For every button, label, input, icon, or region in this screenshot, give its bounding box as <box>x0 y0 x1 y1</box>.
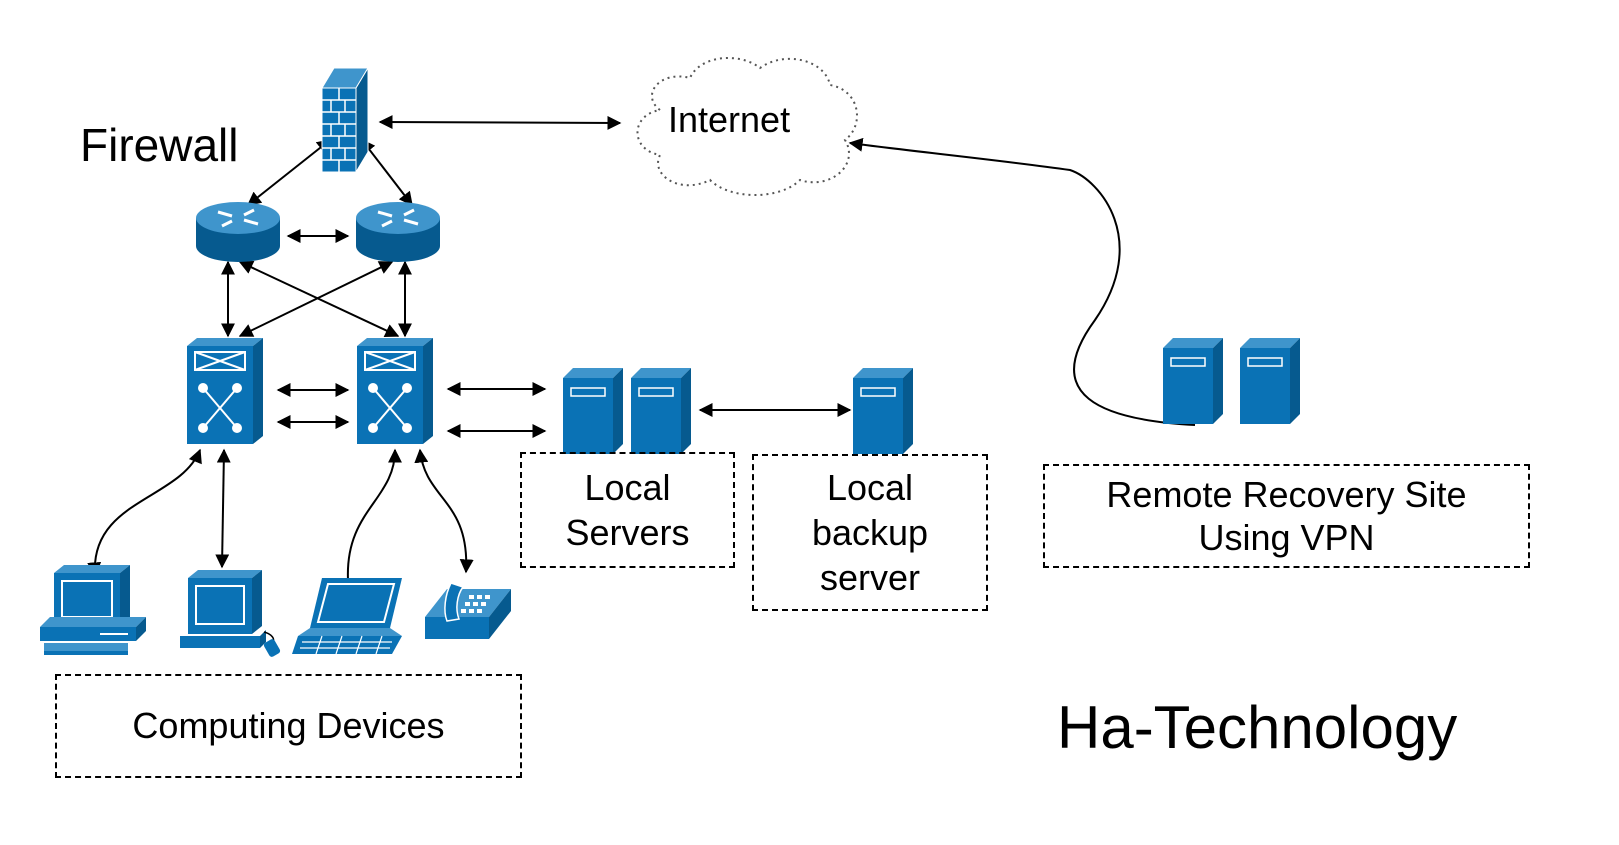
server-icon <box>853 368 913 454</box>
computing-devices-box: Computing Devices <box>55 674 522 778</box>
local-backup-label-line2: backup <box>811 512 929 553</box>
connections <box>87 115 1196 581</box>
link-remote-internet <box>848 137 1196 426</box>
local-servers-label-line1: Local <box>584 467 671 508</box>
link-switch2-phone <box>414 448 474 574</box>
diagram-title: Ha-Technology <box>1057 694 1458 761</box>
switch-icon <box>357 338 433 444</box>
switch-icon <box>187 338 263 444</box>
laptop-icon <box>292 578 402 655</box>
server-icon <box>1240 338 1300 424</box>
local-backup-box: Local backup server <box>752 454 988 611</box>
link-firewall-router2 <box>361 138 413 207</box>
link-firewall-internet <box>378 115 622 130</box>
link-switch2-laptop <box>346 448 402 581</box>
cloud-icon <box>636 56 858 196</box>
local-servers-label-line2: Servers <box>565 512 690 553</box>
link-switch1-desktop2 <box>215 448 231 569</box>
server-icon <box>563 368 623 454</box>
local-backup-label-line3: server <box>819 557 921 598</box>
desktop-icon <box>40 565 146 655</box>
router-icon <box>196 202 280 262</box>
link-router2-switch1 <box>238 261 394 337</box>
internet-label: Internet <box>668 99 791 140</box>
firewall-icon <box>321 66 369 174</box>
remote-site-label-line1: Remote Recovery Site <box>1106 473 1467 515</box>
remote-site-box: Remote Recovery Site Using VPN <box>1043 464 1530 568</box>
server-icon <box>1163 338 1223 424</box>
desktop-icon <box>180 570 281 657</box>
computing-devices-label: Computing Devices <box>132 705 445 747</box>
phone-icon <box>425 582 511 639</box>
server-icon <box>631 368 691 454</box>
router-icon <box>356 202 440 262</box>
local-backup-label-line1: Local <box>826 467 914 508</box>
local-servers-box: Local Servers <box>520 452 735 568</box>
link-firewall-router1 <box>246 139 332 206</box>
link-switch1-desktop1 <box>87 448 202 577</box>
firewall-label: Firewall <box>80 119 239 171</box>
remote-site-label-line2: Using VPN <box>1198 517 1375 558</box>
